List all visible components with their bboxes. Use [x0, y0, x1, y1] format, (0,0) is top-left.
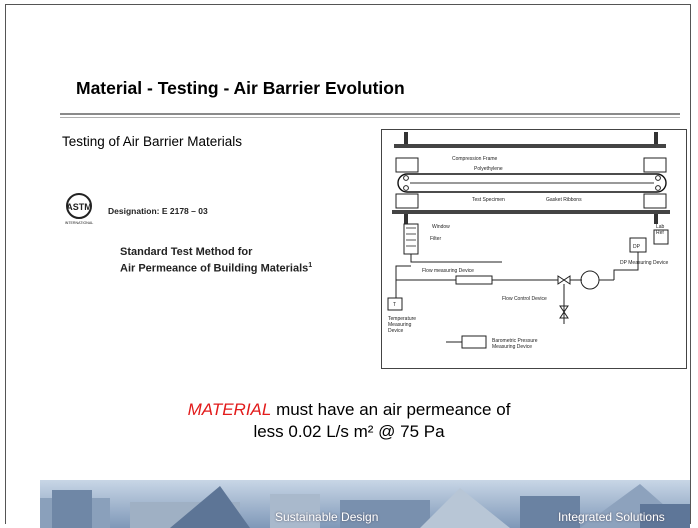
label-window: Window — [432, 224, 450, 230]
label-temp3: Device — [388, 328, 404, 334]
title-divider-thin — [60, 117, 680, 118]
slide-frame — [5, 4, 691, 524]
label-baro1: Barometric Pressure — [492, 338, 538, 344]
astm-standard-excerpt: ASTM INTERNATIONAL Designation: E 2178 –… — [60, 192, 370, 302]
building-photo-collage — [40, 480, 690, 528]
designation: Designation: E 2178 – 03 — [108, 206, 208, 216]
standard-title-line1: Standard Test Method for — [120, 246, 253, 258]
label-filter: Filter — [430, 236, 441, 242]
label-flow-control: Flow Control Device — [502, 296, 547, 302]
footer-banner — [40, 480, 690, 528]
astm-logo-icon: ASTM INTERNATIONAL — [65, 193, 94, 225]
slide-title: Material - Testing - Air Barrier Evoluti… — [76, 78, 405, 98]
label-gasket-ribbons: Gasket Ribbons — [546, 197, 582, 203]
label-baro2: Measuring Device — [492, 344, 532, 350]
label-ref: Ref — [656, 230, 664, 236]
apparatus-schematic: Compression Frame Polyethylene Test Spec… — [387, 132, 670, 350]
label-test-specimen: Test Specimen — [472, 197, 505, 203]
permeance-statement-line1: MATERIAL must have an air permeance of — [0, 400, 698, 420]
label-flow-measuring: Flow measuring Device — [422, 268, 474, 274]
footer-right-label: Integrated Solutions — [558, 510, 665, 524]
label-t: T — [393, 302, 396, 308]
label-temp1: Temperature — [388, 316, 416, 322]
material-emphasis: MATERIAL — [187, 400, 272, 419]
label-polyethylene: Polyethylene — [474, 166, 503, 172]
label-dp-device: DP Measuring Device — [620, 260, 668, 266]
permeance-statement-line2: less 0.02 L/s m² @ 75 Pa — [253, 422, 445, 441]
test-apparatus-diagram: Compression Frame Polyethylene Test Spec… — [381, 129, 687, 369]
standard-title-line2: Air Permeance of Building Materials1 — [120, 262, 313, 275]
standard-title: Standard Test Method for Air Permeance o… — [120, 246, 312, 276]
statement-rest: must have an air permeance of — [271, 400, 511, 419]
astm-logo-subtext: INTERNATIONAL — [65, 221, 94, 225]
label-compression-frame: Compression Frame — [452, 156, 498, 162]
label-temp2: Measuring — [388, 322, 412, 328]
astm-logo-text: ASTM — [66, 202, 92, 212]
title-divider — [60, 113, 680, 115]
footer-left-label: Sustainable Design — [275, 510, 379, 524]
label-dp: DP — [633, 244, 641, 250]
footnote-mark: 1 — [308, 262, 313, 269]
label-lab: Lab — [656, 224, 665, 230]
slide-subtitle: Testing of Air Barrier Materials — [62, 134, 243, 149]
